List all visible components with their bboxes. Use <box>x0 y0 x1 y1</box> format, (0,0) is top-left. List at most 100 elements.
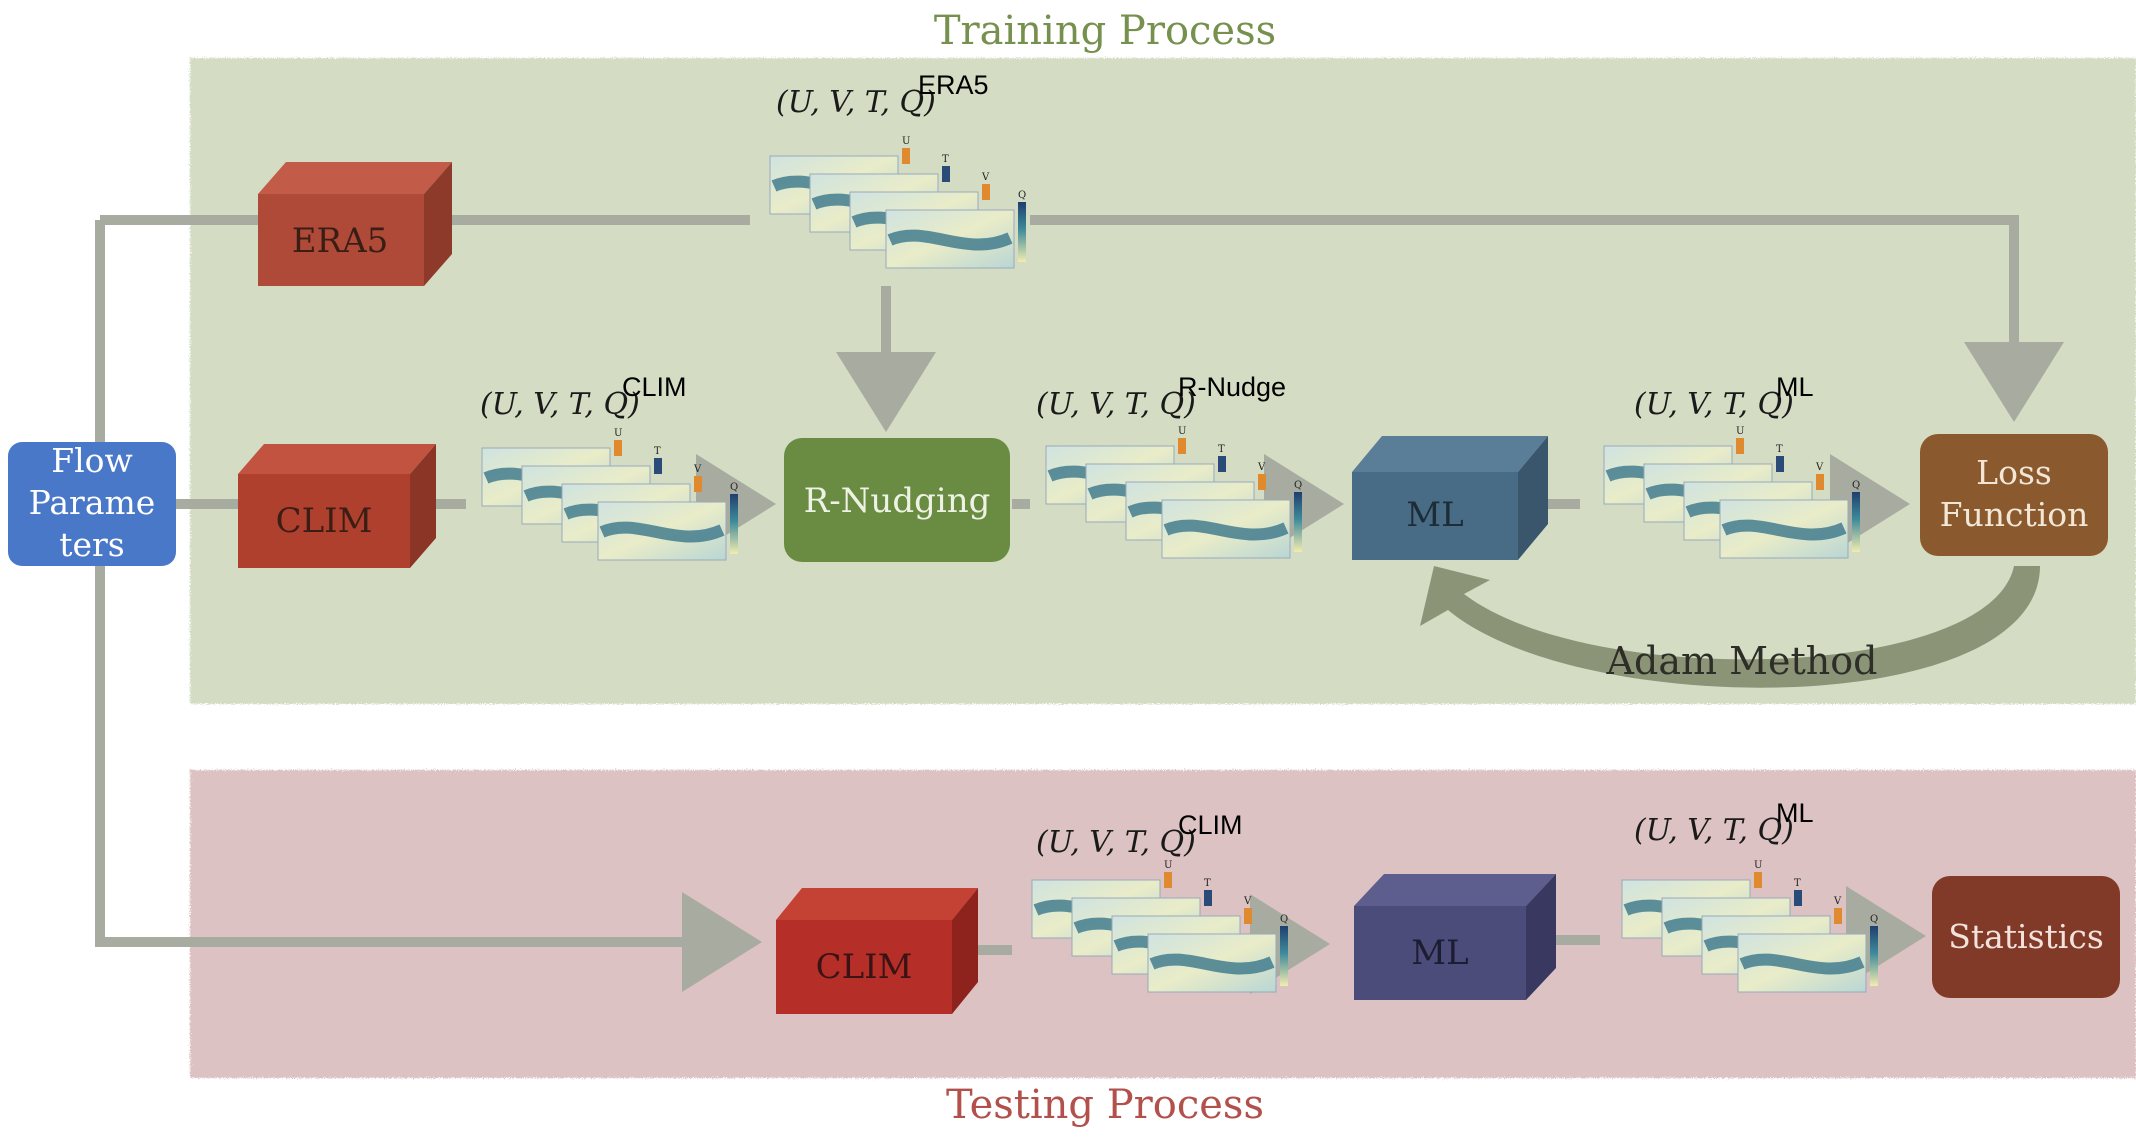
colorbar <box>1816 474 1824 490</box>
clim-test-label: CLIM <box>816 947 913 987</box>
vars-era5: (U, V, T, Q) <box>776 85 936 120</box>
flow-parameters-line1: Flow <box>51 441 133 480</box>
colorbar-label: U <box>614 428 622 439</box>
training-title: Training Process <box>934 8 1276 54</box>
colorbar-label: T <box>1794 878 1801 889</box>
colorbar-label: Q <box>1280 914 1288 925</box>
colorbar <box>614 440 622 456</box>
colorbar <box>1218 456 1226 472</box>
field-map-band <box>1721 519 1847 541</box>
field-map-band <box>887 229 1013 251</box>
colorbar <box>902 148 910 164</box>
colorbar-label: U <box>902 136 910 147</box>
colorbar-label: T <box>654 446 661 457</box>
field-map-band <box>1739 953 1865 975</box>
ml-train-box[interactable]: ML <box>1352 436 1548 560</box>
colorbar <box>1834 908 1842 924</box>
vars-clim-train: (U, V, T, Q) <box>480 387 640 422</box>
colorbar <box>694 476 702 492</box>
colorbar <box>1736 438 1744 454</box>
colorbar-label: T <box>942 154 949 165</box>
statistics-label: Statistics <box>1948 917 2104 956</box>
loss-function-line2: Function <box>1940 495 2089 534</box>
era5-label: ERA5 <box>292 221 389 261</box>
label-era5-fields: (U, V, T, Q) ERA5 <box>776 70 989 120</box>
clim-train-label: CLIM <box>276 501 373 541</box>
colorbar <box>1258 474 1266 490</box>
field-map-band <box>1163 519 1289 541</box>
colorbar <box>1294 492 1302 552</box>
colorbar-label: V <box>1833 896 1842 907</box>
field-stack-ml-test: U T V Q <box>1621 860 1878 993</box>
connector-flow-era5 <box>95 215 258 450</box>
colorbar-label: V <box>693 464 702 475</box>
colorbar <box>1204 890 1212 906</box>
adam-arrow <box>1420 566 2040 688</box>
field-stack-era5: U T V Q <box>769 136 1026 269</box>
vars-ml-train: (U, V, T, Q) <box>1634 387 1794 422</box>
colorbar <box>1794 890 1802 906</box>
colorbar-label: U <box>1736 426 1744 437</box>
field-stack-ml-train: U T V Q <box>1603 426 1860 559</box>
colorbar <box>982 184 990 200</box>
colorbar <box>1754 872 1762 888</box>
colorbar-label: V <box>981 172 990 183</box>
flow-parameters-line2: Parame <box>29 483 156 522</box>
field-map-band <box>599 521 725 543</box>
colorbar-label: T <box>1776 444 1783 455</box>
label-clim-train-fields: (U, V, T, Q) CLIM <box>480 372 687 422</box>
loss-function-box[interactable] <box>1920 434 2108 556</box>
ml-train-label: ML <box>1406 495 1463 535</box>
ml-test-box[interactable]: ML <box>1354 874 1556 1000</box>
r-nudging-label: R-Nudging <box>804 481 991 521</box>
era5-box[interactable]: ERA5 <box>258 162 452 286</box>
training-panel <box>190 58 2136 704</box>
colorbar-label: Q <box>1018 190 1026 201</box>
colorbar-label: V <box>1243 896 1252 907</box>
vars-ml-test: (U, V, T, Q) <box>1634 813 1794 848</box>
connector-flow-test <box>95 560 762 992</box>
sup-era5: ERA5 <box>918 70 989 100</box>
label-ml-test-fields: (U, V, T, Q) ML <box>1634 798 1814 848</box>
colorbar <box>1018 202 1026 262</box>
label-ml-train-fields: (U, V, T, Q) ML <box>1634 372 1814 422</box>
colorbar-label: U <box>1178 426 1186 437</box>
colorbar <box>730 494 738 554</box>
colorbar-label: V <box>1815 462 1824 473</box>
colorbar <box>1776 456 1784 472</box>
statistics-box[interactable] <box>1932 876 2120 998</box>
field-stack-clim-test: U T V Q <box>1031 860 1288 993</box>
field-stack-clim-train: U T V Q <box>481 428 738 561</box>
colorbar <box>1852 492 1860 552</box>
sup-ml-train: ML <box>1776 372 1814 402</box>
flow-parameters-box[interactable] <box>8 442 176 566</box>
clim-train-box[interactable]: CLIM <box>238 444 436 568</box>
vars-rnudge: (U, V, T, Q) <box>1036 387 1196 422</box>
colorbar <box>1870 926 1878 986</box>
colorbar-label: V <box>1257 462 1266 473</box>
field-stack-rnudge: U T V Q <box>1045 426 1302 559</box>
colorbar-label: Q <box>1870 914 1878 925</box>
r-nudging-box[interactable] <box>784 438 1010 562</box>
ml-test-label: ML <box>1411 933 1468 973</box>
colorbar-label: Q <box>1852 480 1860 491</box>
testing-title: Testing Process <box>946 1082 1264 1128</box>
colorbar-label: U <box>1164 860 1172 871</box>
flow-parameters-line3: ters <box>59 525 125 564</box>
colorbar <box>654 458 662 474</box>
connector-era5-loss <box>1030 215 2064 422</box>
vars-clim-test: (U, V, T, Q) <box>1036 825 1196 860</box>
colorbar-label: T <box>1204 878 1211 889</box>
colorbar-label: T <box>1218 444 1225 455</box>
label-rnudge-fields: (U, V, T, Q) R-Nudge <box>1036 372 1286 422</box>
colorbar-label: U <box>1754 860 1762 871</box>
loss-function-line1: Loss <box>1976 453 2052 492</box>
colorbar-label: Q <box>730 482 738 493</box>
label-clim-test-fields: (U, V, T, Q) CLIM <box>1036 810 1243 860</box>
colorbar-label: Q <box>1294 480 1302 491</box>
colorbar <box>1280 926 1288 986</box>
colorbar <box>1178 438 1186 454</box>
colorbar <box>1164 872 1172 888</box>
clim-test-box[interactable]: CLIM <box>776 888 978 1014</box>
colorbar <box>1244 908 1252 924</box>
